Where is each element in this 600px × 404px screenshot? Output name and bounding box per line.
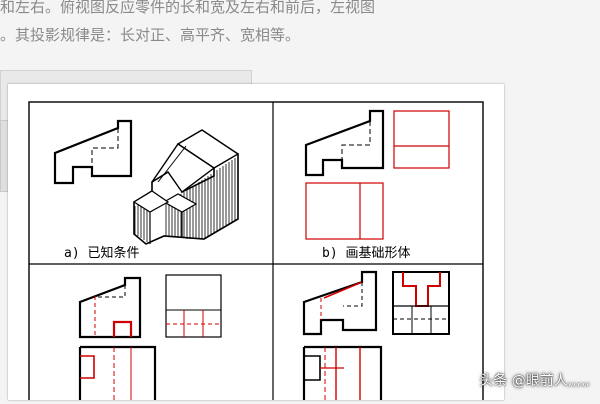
panel-a-caption: a) 已知条件 (64, 245, 139, 261)
panel-a-hidden-lines (91, 128, 119, 167)
panel-b-front-view (304, 109, 385, 177)
panel-c (78, 274, 222, 402)
panel-c-side-view (165, 274, 222, 338)
panel-a: a) 已知条件 (53, 119, 240, 261)
panel-d (302, 270, 450, 402)
panel-b-side-view (393, 110, 450, 169)
article-text-line: 和左右。俯视图反应零件的长和宽及左右和前后，左视图 (0, 0, 376, 16)
panel-b-top-view (305, 182, 384, 240)
panel-b-caption: b) 画基础形体 (322, 246, 410, 261)
article-text-line: 。其投影规律是：长对正、高平齐、宽相等。 (0, 26, 301, 44)
panel-b-hidden-lines (341, 121, 371, 160)
panel-d-top-view (302, 345, 383, 402)
three-view-drawing-figure: a) 已知条件 b) 画基础形体 (8, 84, 504, 403)
panel-a-isometric-part (132, 129, 240, 245)
panel-d-side-view (392, 271, 450, 335)
panel-a-front-view (53, 119, 133, 185)
panel-d-front-view (302, 270, 378, 336)
figure-canvas: a) 已知条件 b) 画基础形体 (28, 101, 484, 403)
panel-b: b) 画基础形体 (304, 109, 450, 261)
watermark-text: 头条 @眼前人,,,,, (479, 373, 590, 389)
panel-c-top-view (78, 345, 157, 402)
